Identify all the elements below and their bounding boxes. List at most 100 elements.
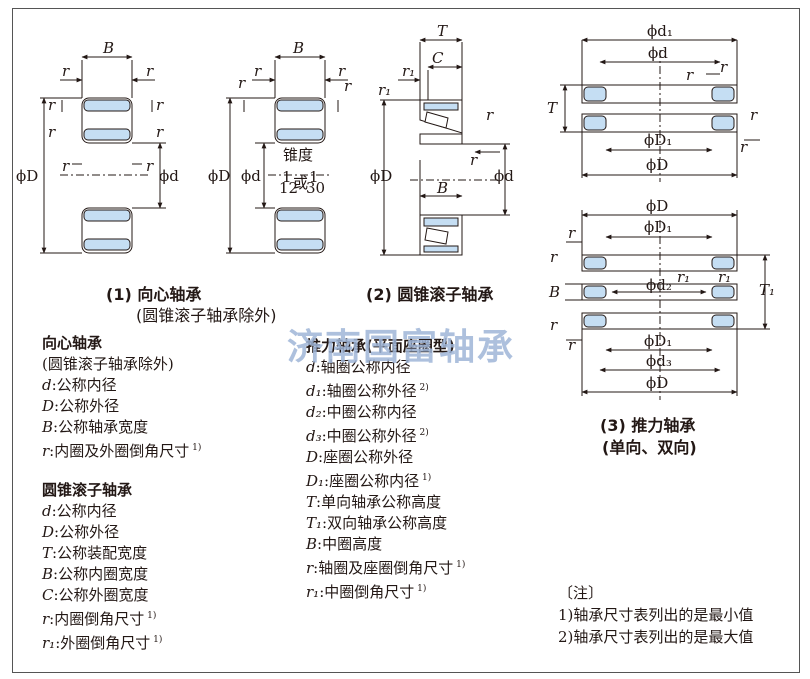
legend-symbol: D <box>306 448 319 466</box>
label-taper-den-b: 30 <box>306 179 325 197</box>
legend-row: r:轴圈及座圈倒角尺寸 1) <box>306 555 465 579</box>
note-1: 1)轴承尺寸表列出的是最小值 <box>558 606 754 624</box>
legend-footnote-mark: 1) <box>189 443 202 453</box>
note-2: 2)轴承尺寸表列出的是最大值 <box>558 628 754 646</box>
legend-row: r₁:中圈倒角尺寸 1) <box>306 579 465 603</box>
legend-symbol: C <box>42 586 54 604</box>
label-phid-radial: ϕd <box>159 167 179 185</box>
label-phiD1-double-bottom: ϕD₁ <box>644 332 672 350</box>
label-phiD1-double-top: ϕD₁ <box>644 218 672 236</box>
legend-row: r₁:外圈倒角尺寸 1) <box>42 630 162 654</box>
legend-row: B:公称轴承宽度 <box>42 417 201 438</box>
label-r-taper-b: r <box>470 151 478 169</box>
legend-text: :公称装配宽度 <box>52 544 148 562</box>
legend-footnote-mark: 1) <box>453 560 466 570</box>
legend-row: r:内圈倒角尺寸 1) <box>42 606 162 630</box>
label-taper-num-a: 1 <box>282 168 292 186</box>
legend-symbol: d <box>42 376 52 394</box>
tapered-roller-bearing <box>380 37 510 256</box>
label-T-taper: T <box>437 22 448 40</box>
notes: 〔注〕 1)轴承尺寸表列出的是最小值 2)轴承尺寸表列出的是最大值 <box>558 582 753 648</box>
caption-radial-sub: (圆锥滚子轴承除外) <box>136 306 277 325</box>
label-phiD-double-bottom: ϕD <box>646 374 668 392</box>
legend-text: :轴圈及座圈倒角尺寸 <box>313 559 454 577</box>
label-r1-double-b: r₁ <box>718 268 731 286</box>
label-phiD-tb: ϕD <box>208 167 230 185</box>
legend-symbol: T₁ <box>306 514 323 532</box>
thrust-bearing-double <box>565 210 770 400</box>
legend-text: :公称内径 <box>51 376 117 394</box>
legend-symbol: D <box>42 523 55 541</box>
legend-row: d:轴圈公称内径 <box>306 357 465 378</box>
label-r-radial-a: r <box>62 62 70 80</box>
legend-text: :中圈公称外径 <box>321 427 417 445</box>
label-taper-num-b: 1 <box>309 168 319 186</box>
label-phid2-double: ϕd₂ <box>646 276 672 294</box>
label-phid-tb: ϕd <box>241 167 261 185</box>
legend-text: :轴圈公称内径 <box>315 358 411 376</box>
label-phiD1-thrust: ϕD₁ <box>644 131 672 149</box>
thrust-bearing-single <box>560 37 760 182</box>
caption-thrust-title: (3) 推力轴承 <box>600 416 696 435</box>
legend-text: :公称外径 <box>54 523 120 541</box>
legend-text: :座圈公称内径 <box>324 472 420 490</box>
label-T1-double: T₁ <box>759 281 775 299</box>
legend-symbol: T <box>42 544 53 562</box>
legend-text: :中圈公称内径 <box>321 403 417 421</box>
legend-row: B:公称内圈宽度 <box>42 564 162 585</box>
legend-text: :公称内径 <box>51 502 117 520</box>
legend-text: :中圈高度 <box>317 535 383 553</box>
label-phiD-taper: ϕD <box>370 167 392 185</box>
legend-symbol: r₁ <box>306 583 320 601</box>
legend-row: T:单向轴承公称高度 <box>306 492 465 513</box>
label-r-taper-a: r <box>486 106 494 124</box>
legend-symbol: B <box>42 418 54 436</box>
label-r-radial-f: r <box>156 123 164 141</box>
legend-text: :内圈及外圈倒角尺寸 <box>49 442 190 460</box>
legend-taper-heading: 圆锥滚子轴承 <box>42 481 133 499</box>
label-T-thrust: T <box>547 99 558 117</box>
legend-row: r:内圈及外圈倒角尺寸 1) <box>42 438 201 462</box>
legend-footnote-mark: 2) <box>416 428 429 438</box>
legend-symbol: d₂ <box>306 403 322 421</box>
legend-symbol: r <box>42 610 50 628</box>
legend-text: :内圈倒角尺寸 <box>49 610 145 628</box>
legend-row: B:中圈高度 <box>306 534 465 555</box>
legend-row: d₃:中圈公称外径 2) <box>306 423 465 447</box>
legend-row: T:公称装配宽度 <box>42 543 162 564</box>
label-r-double-c: r <box>550 316 558 334</box>
label-B-double: B <box>548 283 560 301</box>
label-phiD-radial: ϕD <box>16 167 38 185</box>
label-taper-den-a: 12 <box>279 179 298 197</box>
label-C-taper: C <box>432 49 444 67</box>
legend-footnote-mark: 1) <box>414 584 427 594</box>
label-phid3-double: ϕd₃ <box>646 352 672 370</box>
label-r-radial-h: r <box>146 157 154 175</box>
legend-row: D:座圈公称外径 <box>306 447 465 468</box>
label-B-radial: B <box>102 39 114 57</box>
label-phiD-thrust: ϕD <box>646 156 668 174</box>
label-phiD-double-top: ϕD <box>646 197 668 215</box>
label-r-radial-c: r <box>48 96 56 114</box>
caption-thrust-sub: (单向、双向) <box>602 438 697 457</box>
watermark: 济南国富轴承 <box>287 327 516 368</box>
legend-row: d₁:轴圈公称外径 2) <box>306 378 465 402</box>
legend-row: d:公称内径 <box>42 501 162 522</box>
label-phid-taper: ϕd <box>494 167 514 185</box>
label-r-radial-d: r <box>48 123 56 141</box>
label-r-tb-a: r <box>254 62 262 80</box>
label-r-thrust-c: r <box>750 106 758 124</box>
label-r-double-a: r <box>568 224 576 242</box>
label-r1-taper-a: r₁ <box>402 62 415 80</box>
legend-text: :轴圈公称外径 <box>321 382 417 400</box>
legend-text: :中圈倒角尺寸 <box>319 583 415 601</box>
legend-text: :公称轴承宽度 <box>53 418 149 436</box>
legend-footnote-mark: 1) <box>419 473 432 483</box>
label-r-radial-g: r <box>62 157 70 175</box>
notes-heading: 〔注〕 <box>558 584 604 602</box>
label-taper-or: 或 <box>293 174 308 192</box>
legend-symbol: D₁ <box>306 472 325 490</box>
